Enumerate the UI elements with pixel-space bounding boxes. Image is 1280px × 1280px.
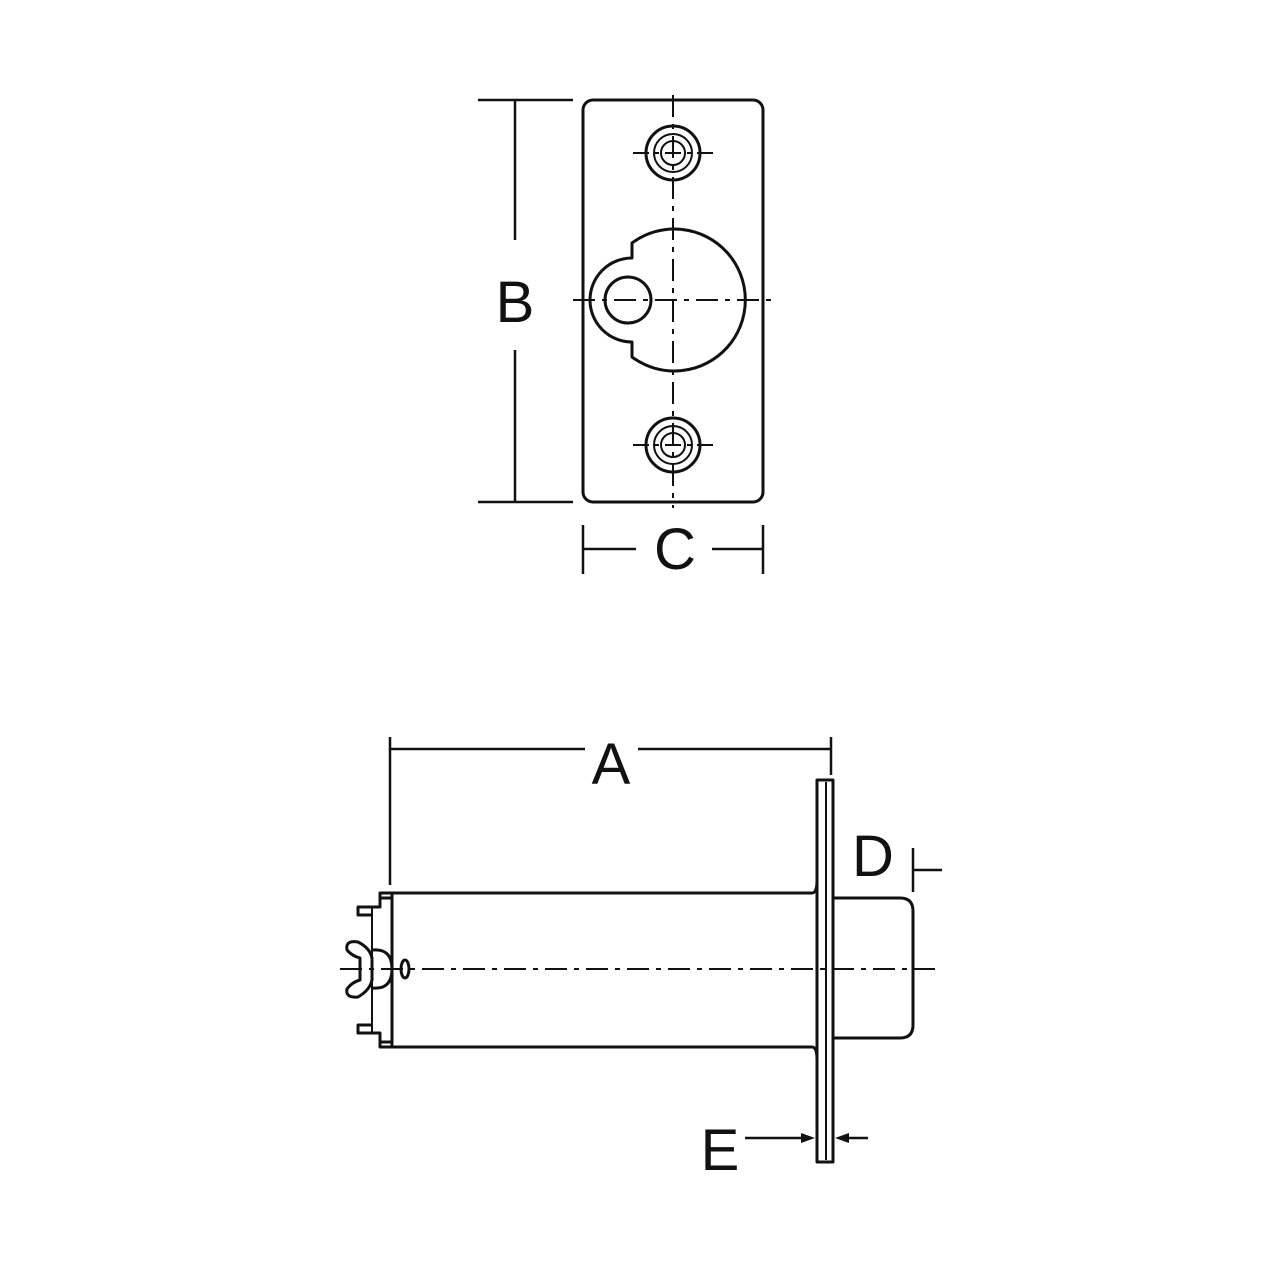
dimension-d: D: [852, 824, 942, 892]
dimension-b: B: [478, 98, 573, 504]
dimension-c: C: [581, 517, 765, 582]
dimension-c-label: C: [654, 517, 696, 582]
dimension-d-label: D: [852, 824, 894, 889]
dimension-e-label: E: [701, 1118, 740, 1183]
dimension-b-label: B: [496, 270, 535, 335]
faceplate: [815, 778, 835, 1164]
bottom-screw-hole: [633, 416, 716, 474]
latch-bolt: [833, 896, 915, 1040]
tail-spindle: [345, 940, 411, 999]
latch-opening: [588, 227, 747, 373]
top-screw-hole: [633, 124, 716, 182]
dimension-a: A: [388, 732, 833, 885]
latch-pin-circle: [603, 275, 653, 325]
dimension-a-label: A: [592, 732, 631, 797]
dimension-e: E: [701, 1118, 868, 1183]
strike-plate-front-view: B C: [478, 95, 775, 582]
latch-side-view: A D E: [340, 732, 942, 1183]
